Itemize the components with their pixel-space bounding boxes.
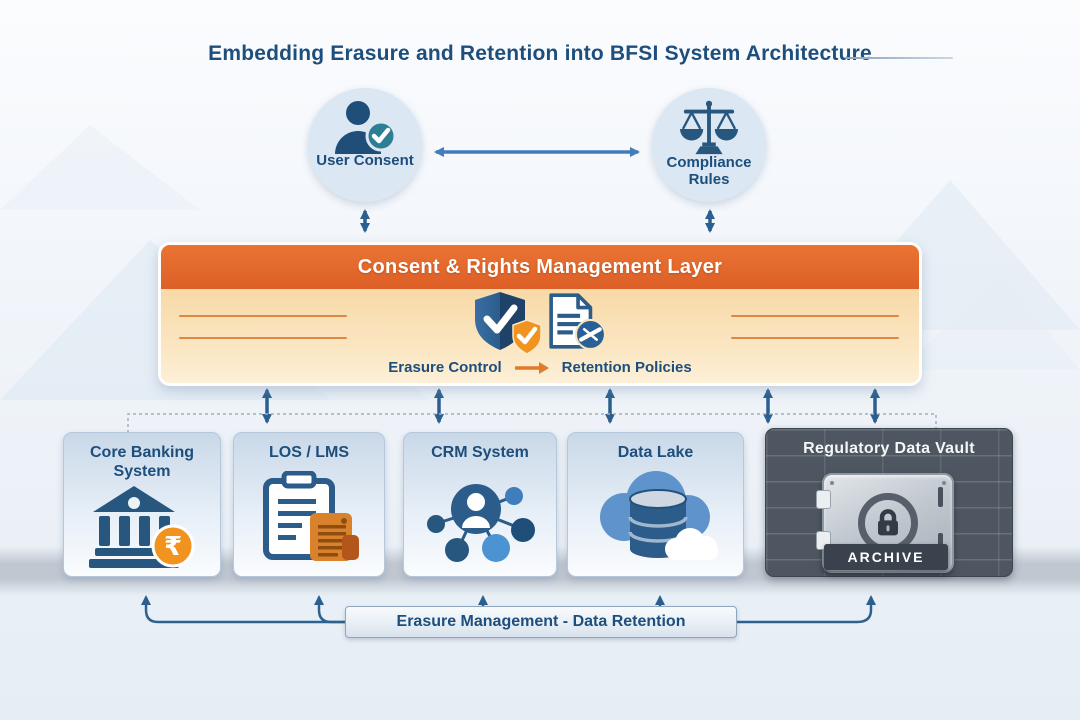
retention-policies-label: Retention Policies xyxy=(561,359,692,376)
cloud-database-icon xyxy=(599,471,718,561)
document-erase-icon xyxy=(549,293,606,350)
data-lake-label: Data Lake xyxy=(617,444,694,461)
vault-bolt xyxy=(942,481,946,485)
compliance-rules-node: Compliance Rules xyxy=(652,88,766,202)
core-banking-label: Core Banking System xyxy=(89,444,194,481)
decorative-line xyxy=(731,315,899,317)
vault-hinge xyxy=(816,490,831,509)
person-check-icon xyxy=(335,101,397,154)
system-box-crm: CRM System xyxy=(403,432,557,577)
shield-check-icon xyxy=(473,291,542,355)
system-box-data-lake: Data Lake xyxy=(567,432,744,577)
layer-body: Erasure Control Retention Policies xyxy=(161,289,919,383)
bank-rupee-icon: ₹ xyxy=(89,485,195,568)
page-title: Embedding Erasure and Retention into BFS… xyxy=(208,42,872,65)
vault-bolt xyxy=(830,481,834,485)
clipboard-documents-icon xyxy=(263,471,359,562)
user-consent-node: User Consent xyxy=(308,88,422,202)
layer-header: Consent & Rights Management Layer xyxy=(161,245,919,289)
flow-arrow-icon xyxy=(514,361,549,374)
people-network-icon xyxy=(427,484,535,563)
title-decorative-rule xyxy=(845,57,953,59)
user-consent-label: User Consent xyxy=(316,152,414,169)
vault-slot xyxy=(938,487,943,507)
decorative-line xyxy=(731,337,899,339)
system-box-core-banking: Core Banking System ₹ xyxy=(63,432,221,577)
los-lms-label: LOS / LMS xyxy=(269,444,349,461)
padlock-icon xyxy=(878,509,898,536)
scales-of-justice-icon xyxy=(680,100,738,155)
compliance-label-line2: Rules xyxy=(688,171,730,189)
system-box-regulatory-data-vault: Regulatory Data Vault ARCHIVE xyxy=(765,428,1013,577)
vault-slot xyxy=(938,533,943,553)
system-box-los-lms: LOS / LMS xyxy=(233,432,385,577)
compliance-rules-label: Compliance Rules xyxy=(666,154,751,189)
compliance-label-line1: Compliance xyxy=(666,154,752,171)
shield-check-small-icon xyxy=(512,319,542,355)
rupee-symbol: ₹ xyxy=(164,532,182,562)
decorative-line xyxy=(179,315,347,317)
regulatory-data-vault-label: Regulatory Data Vault xyxy=(803,440,975,457)
erasure-management-bar: Erasure Management - Data Retention xyxy=(345,606,737,638)
erasure-control-label: Erasure Control xyxy=(388,359,502,376)
decorative-line xyxy=(179,337,347,339)
archive-badge: ARCHIVE xyxy=(824,544,948,570)
consent-rights-layer-panel: Consent & Rights Management Layer xyxy=(158,242,922,386)
crm-system-label: CRM System xyxy=(431,444,529,461)
